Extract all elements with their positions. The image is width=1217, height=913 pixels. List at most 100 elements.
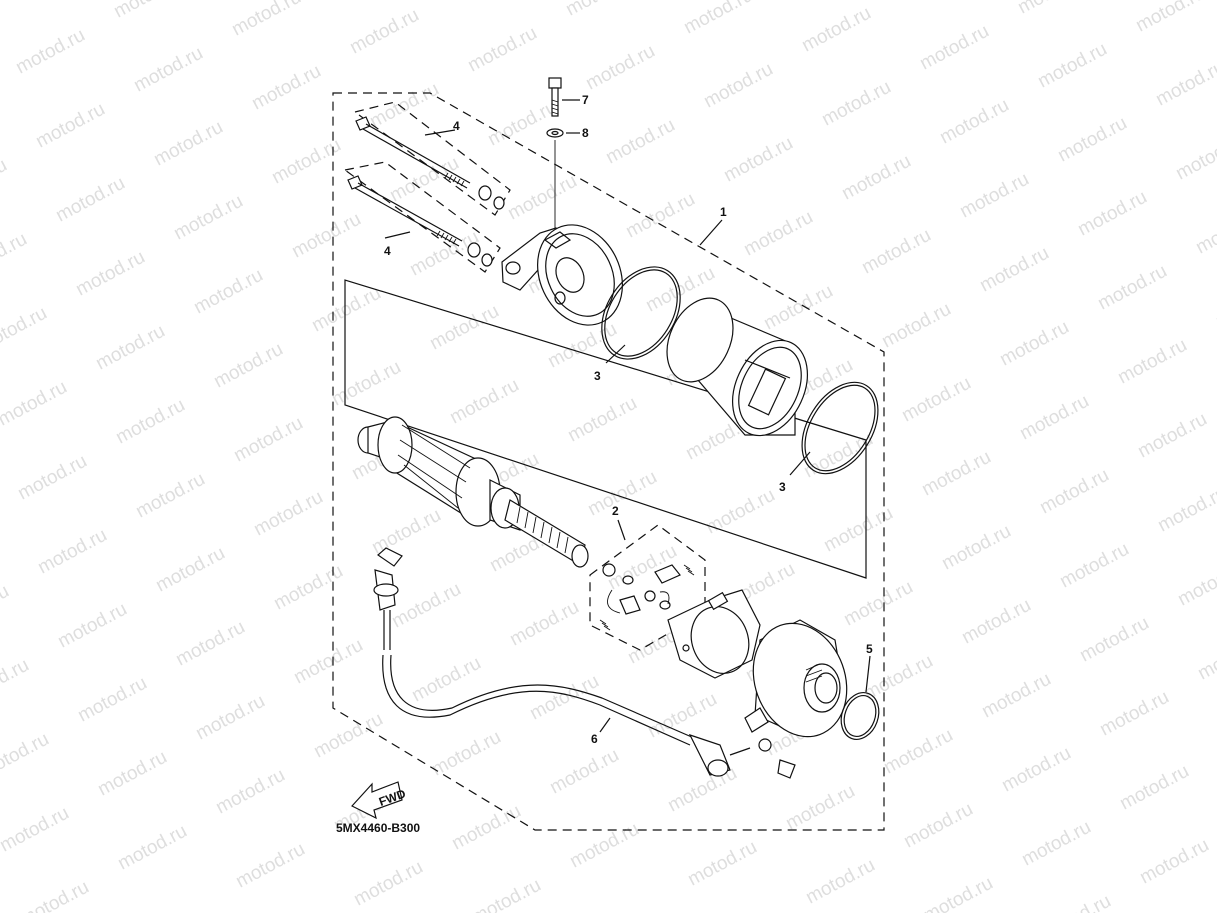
watermark-text: motod.ru: [958, 595, 1034, 649]
watermark-text: motod.ru: [1034, 39, 1110, 93]
watermark-text: motod.ru: [368, 505, 444, 559]
callout-2: 2: [612, 504, 619, 518]
watermark-text: motod.ru: [838, 151, 914, 205]
watermark-text: motod.ru: [12, 25, 88, 79]
callout-3-upper: 3: [594, 369, 601, 383]
watermark-text: motod.ru: [622, 189, 698, 243]
mounting-bolt: [548, 77, 562, 117]
watermark-text: motod.ru: [0, 803, 73, 857]
watermark-text: motod.ru: [170, 191, 246, 245]
watermark-text: motod.ru: [228, 0, 304, 40]
watermark-text: motod.ru: [1172, 131, 1217, 185]
watermark-text: motod.ru: [0, 0, 69, 4]
watermark-text: motod.ru: [1132, 0, 1208, 36]
watermark-text: motod.ru: [546, 745, 622, 799]
watermark-text: motod.ru: [562, 0, 638, 20]
watermark-text: motod.ru: [350, 857, 426, 911]
watermark-text: motod.ru: [230, 413, 306, 467]
watermark-text: motod.ru: [484, 97, 560, 151]
brush-holder: [667, 589, 761, 679]
watermark-text: motod.ru: [700, 59, 776, 113]
watermark-text: motod.ru: [192, 691, 268, 745]
lead-wire: [373, 547, 796, 779]
callout-1: 1: [720, 205, 727, 219]
watermark-text: motod.ru: [1174, 557, 1217, 611]
armature: [357, 416, 589, 568]
watermark-text: motod.ru: [32, 99, 108, 153]
watermark-text: motod.ru: [506, 597, 582, 651]
watermark-text: motod.ru: [918, 447, 994, 501]
watermark-text: motod.ru: [1136, 835, 1212, 889]
callout-8: 8: [582, 126, 589, 140]
watermark-text: motod.ru: [1038, 891, 1114, 913]
watermark-text: motod.ru: [74, 673, 150, 727]
callout-5: 5: [866, 642, 873, 656]
front-cover: [501, 224, 623, 326]
watermark-text: motod.ru: [94, 747, 170, 801]
watermark-text: motod.ru: [978, 669, 1054, 723]
watermark-text: motod.ru: [92, 321, 168, 375]
watermark-text: motod.ru: [860, 651, 936, 705]
watermark-text: motod.ru: [680, 0, 756, 38]
watermark-text: motod.ru: [820, 503, 896, 557]
watermark-text: motod.ru: [388, 579, 464, 633]
watermark-text: motod.ru: [782, 781, 858, 835]
watermark-text: motod.ru: [504, 171, 580, 225]
watermark-text: motod.ru: [900, 799, 976, 853]
watermark-text: motod.ru: [464, 23, 540, 77]
watermark-text: motod.ru: [858, 225, 934, 279]
watermark-text: motod.ru: [802, 855, 878, 909]
bolt-group-lower-boundary: [343, 161, 501, 273]
watermark-text: motod.ru: [1192, 205, 1217, 259]
watermark-text: motod.ru: [428, 727, 504, 781]
watermark-text: motod.ru: [564, 393, 640, 447]
mounting-washer: [546, 128, 564, 228]
watermark-text: motod.ru: [444, 0, 520, 2]
watermark-text: motod.ru: [132, 469, 208, 523]
watermark-text: motod.ru: [0, 581, 13, 635]
watermark-text: motod.ru: [446, 375, 522, 429]
watermark-text: motod.ru: [172, 617, 248, 671]
watermark-text: motod.ru: [1076, 613, 1152, 667]
watermark-text: motod.ru: [232, 839, 308, 893]
watermark-text: motod.ru: [1134, 409, 1210, 463]
o-ring-rear: [840, 692, 880, 740]
watermark-text: motod.ru: [798, 3, 874, 57]
watermark-text: motod.ru: [936, 95, 1012, 149]
watermark-text: motod.ru: [760, 281, 836, 335]
watermark-text: motod.ru: [0, 229, 31, 283]
watermark-text: motod.ru: [916, 21, 992, 75]
watermark-text: motod.ru: [0, 155, 11, 209]
watermark-text: motod.ru: [270, 561, 346, 615]
o-ring-lower: [801, 381, 879, 475]
watermark-text: motod.ru: [880, 725, 956, 779]
callout-7: 7: [582, 93, 589, 107]
watermark-text: motod.ru: [1014, 0, 1090, 18]
watermark-text: motod.ru: [1152, 57, 1217, 111]
watermark-text: motod.ru: [150, 117, 226, 171]
callout-3-lower: 3: [779, 480, 786, 494]
watermark-text: motod.ru: [310, 709, 386, 763]
watermark-text: motod.ru: [800, 429, 876, 483]
watermark-text: motod.ru: [1036, 465, 1112, 519]
watermark-text: motod.ru: [956, 169, 1032, 223]
watermark-text: motod.ru: [1018, 817, 1094, 871]
watermark-text: motod.ru: [16, 877, 92, 913]
housing-outline: [344, 279, 867, 579]
watermark-text: motod.ru: [0, 303, 51, 357]
watermark-text: motod.ru: [34, 525, 110, 579]
watermark-text: motod.ru: [250, 487, 326, 541]
watermark-text: motod.ru: [898, 373, 974, 427]
watermark-text: motod.ru: [1116, 761, 1192, 815]
watermark-text: motod.ru: [328, 357, 404, 411]
yoke-cylinder: [666, 297, 808, 437]
watermark-text: motod.ru: [998, 743, 1074, 797]
watermark-text: motod.ru: [248, 61, 324, 115]
o-ring-rear-inner: [843, 695, 877, 737]
rear-cover: [744, 619, 848, 738]
watermark-text: motod.ru: [920, 873, 996, 913]
watermark-text: motod.ru: [976, 243, 1052, 297]
watermark-text: motod.ru: [0, 729, 53, 783]
